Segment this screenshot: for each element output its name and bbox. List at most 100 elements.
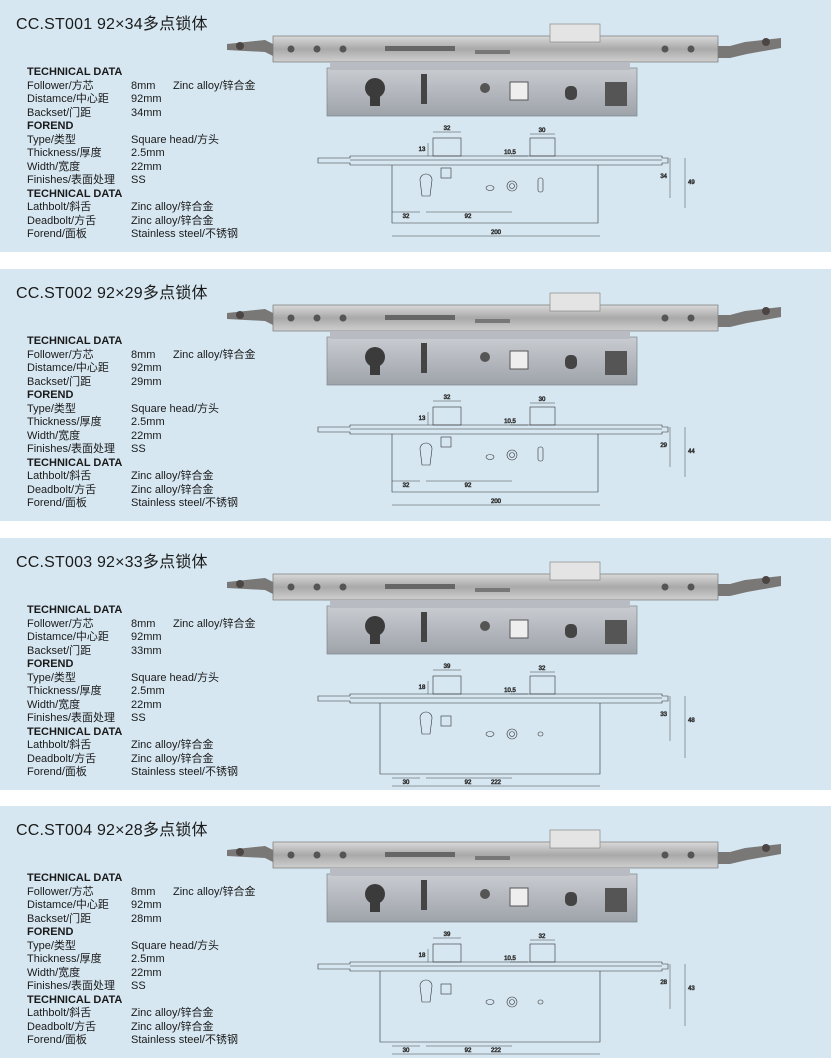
spec-value: 2.5mm [131, 416, 165, 428]
spec-row: Type/类型 Square head/方头 [27, 403, 307, 417]
spec-value: 92mm [131, 362, 162, 374]
dimension-lines [392, 669, 686, 787]
spec-label: Thickness/厚度 [27, 416, 102, 428]
spec-label: Forend/面板 [27, 766, 87, 778]
spec-label: Forend/面板 [27, 1034, 87, 1046]
spec-label: Backset/门距 [27, 106, 92, 119]
lock-case-outline [379, 703, 601, 775]
spec-label: Lathbolt/斜舌 [27, 1007, 92, 1019]
spec-label: Forend/面板 [27, 228, 87, 240]
spec-value: 34mm [131, 106, 162, 119]
spec-row: Distamce/中心距 92mm [27, 362, 307, 376]
dimension-label: 222 [491, 1048, 502, 1054]
spec-value: SS [131, 174, 146, 186]
spec-value: 22mm [131, 966, 162, 979]
spec-value: 92mm [131, 899, 162, 911]
spec-value: Stainless steel/不锈钢 [131, 228, 238, 240]
spec-row: Forend/面板 Stainless steel/不锈钢 [27, 228, 307, 242]
spec-label: Type/类型 [27, 939, 76, 952]
latch-bolt-outline [432, 137, 462, 157]
spec-label: Follower/方芯 [27, 885, 94, 898]
dimension-label: 49 [688, 180, 695, 186]
dead-bolt-outline [529, 137, 556, 157]
spec-value: 29mm [131, 375, 162, 388]
dimension-lines [392, 131, 686, 237]
spec-value: Zinc alloy/锌合金 [131, 214, 214, 227]
forend-outline [317, 693, 669, 704]
spec-label: Distamce/中心距 [27, 362, 109, 374]
spec-value: 92mm [131, 93, 162, 105]
latch-bolt-outline [432, 406, 462, 426]
spec-label: Type/类型 [27, 402, 76, 415]
dimension-label: 32 [444, 126, 451, 132]
dead-bolt-outline [529, 943, 556, 963]
spec-heading: FOREND [27, 120, 307, 134]
dimension-label: 48 [688, 718, 695, 724]
spec-value: 8mm [131, 79, 156, 92]
latch-bolt-outline [432, 675, 462, 695]
technical-drawing: 39 32 18 10.5 33 48 30 92 222 [310, 656, 696, 791]
spec-heading: TECHNICAL DATA [27, 188, 307, 202]
spec-heading: FOREND [27, 658, 307, 672]
spec-heading: FOREND [27, 926, 307, 940]
spec-label: Finishes/表面处理 [27, 980, 116, 992]
spec-value: Zinc alloy/锌合金 [131, 470, 214, 482]
lock-case-outline [391, 434, 599, 493]
spec-label: Follower/方芯 [27, 617, 94, 630]
spec-label: Distamce/中心距 [27, 631, 109, 643]
spec-value: Square head/方头 [131, 402, 220, 415]
spec-label: Type/类型 [27, 133, 76, 146]
spec-label: Backset/门距 [27, 644, 92, 657]
dimension-label: 200 [491, 230, 502, 236]
dimension-label: 18 [419, 685, 426, 691]
product-title: CC.ST001 92×34多点锁体 [16, 16, 208, 33]
spec-label: TECHNICAL DATA [27, 66, 123, 78]
spec-heading: TECHNICAL DATA [27, 726, 307, 740]
spec-row: Finishes/表面处理 SS [27, 443, 307, 457]
spec-label: FOREND [27, 926, 74, 938]
spec-value: SS [131, 443, 146, 455]
dimension-lines [392, 937, 686, 1055]
latch-bolt-outline [432, 943, 462, 963]
spec-label: TECHNICAL DATA [27, 725, 123, 738]
dimension-label: 43 [688, 986, 695, 992]
spec-material: Zinc alloy/锌合金 [173, 885, 256, 898]
dimension-label: 34 [660, 174, 667, 180]
dimension-label: 10.5 [504, 688, 516, 694]
dimension-label: 13 [419, 147, 426, 153]
spec-value: 28mm [131, 912, 162, 925]
dead-bolt-outline [529, 675, 556, 695]
dimension-label: 29 [660, 443, 667, 449]
spec-label: Thickness/厚度 [27, 953, 102, 965]
spec-label: TECHNICAL DATA [27, 187, 123, 200]
dimension-label: 200 [491, 499, 502, 505]
spec-label: TECHNICAL DATA [27, 604, 123, 616]
dimension-lines [392, 400, 686, 506]
product-title: CC.ST003 92×33多点锁体 [16, 554, 208, 571]
dimension-label: 10.5 [504, 150, 516, 156]
dimension-label: 92 [465, 483, 472, 489]
dimension-label: 18 [419, 953, 426, 959]
spec-heading: TECHNICAL DATA [27, 66, 307, 80]
spec-value: SS [131, 712, 146, 724]
spec-value: 33mm [131, 644, 162, 657]
spec-material: Zinc alloy/锌合金 [173, 617, 256, 630]
spec-label: Type/类型 [27, 671, 76, 684]
spec-label: Forend/面板 [27, 497, 87, 509]
spec-row: Thickness/厚度 2.5mm [27, 416, 307, 430]
spec-label: Finishes/表面处理 [27, 443, 116, 455]
product-title: CC.ST004 92×28多点锁体 [16, 822, 208, 839]
